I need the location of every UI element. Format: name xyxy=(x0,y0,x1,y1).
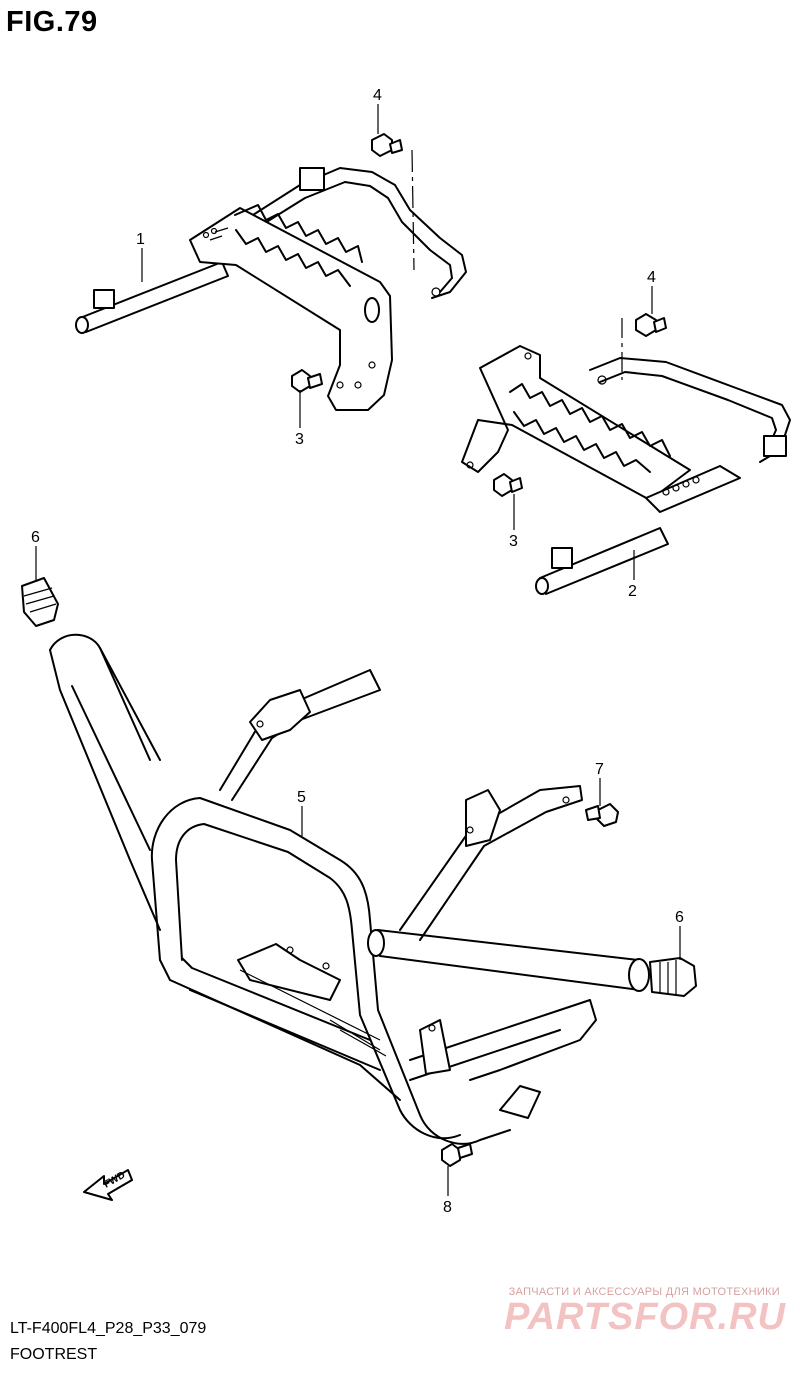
bolt-4-right[interactable] xyxy=(635,313,667,337)
callout-4-right: 4 xyxy=(647,269,656,286)
callout-3-right: 3 xyxy=(509,533,518,550)
callout-1: 1 xyxy=(136,231,145,248)
cap-6-right[interactable] xyxy=(649,957,697,997)
callout-4-upper: 4 xyxy=(373,87,382,104)
watermark-tagline: ЗАПЧАСТИ И АКСЕССУАРЫ ДЛЯ МОТОТЕХНИКИ xyxy=(508,1286,780,1298)
leader-4-upper xyxy=(411,149,415,271)
callout-7: 7 xyxy=(595,761,604,778)
watermark-logo: PARTSFOR.RU xyxy=(504,1296,786,1338)
callout-6-right: 6 xyxy=(675,909,684,926)
bolt-3-right[interactable] xyxy=(493,473,523,497)
callout-5: 5 xyxy=(297,789,306,806)
figure-title: FIG.79 xyxy=(6,6,98,38)
bolt-3-left[interactable] xyxy=(291,369,323,393)
part-2-right-footrest[interactable] xyxy=(461,345,791,595)
bolt-7[interactable] xyxy=(585,803,619,827)
callout-8: 8 xyxy=(443,1199,452,1216)
bolt-8[interactable] xyxy=(441,1143,473,1167)
diagram-caption: FOOTREST xyxy=(10,1346,98,1363)
callout-6-left: 6 xyxy=(31,529,40,546)
bolt-4-upper[interactable] xyxy=(371,133,403,157)
diagram-code: LT-F400FL4_P28_P33_079 xyxy=(10,1320,207,1337)
fwd-arrow: FWD xyxy=(83,1169,133,1201)
part-5-frame[interactable] xyxy=(49,633,650,1145)
cap-6-left[interactable] xyxy=(21,577,59,627)
part-1-left-footrest[interactable] xyxy=(75,167,467,411)
callout-3-left: 3 xyxy=(295,431,304,448)
callout-2: 2 xyxy=(628,583,637,600)
leader-lines xyxy=(35,104,681,1196)
